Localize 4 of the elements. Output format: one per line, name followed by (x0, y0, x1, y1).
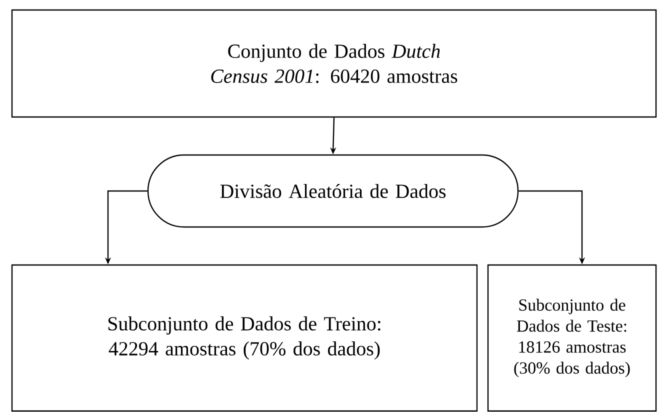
dataset-box: Conjunto de Dados Dutch Census 2001: 60420 amostras (11, 9, 657, 118)
process-stadium: Divisão Aleatória de Dados (147, 154, 519, 228)
subset-box: Subconjunto de Dados de Treino: 42294 amostras (70% dos dados) (11, 264, 478, 412)
subset-box: Subconjunto de Dados de Teste: 18126 amostras (30% dos dados) (487, 264, 657, 412)
